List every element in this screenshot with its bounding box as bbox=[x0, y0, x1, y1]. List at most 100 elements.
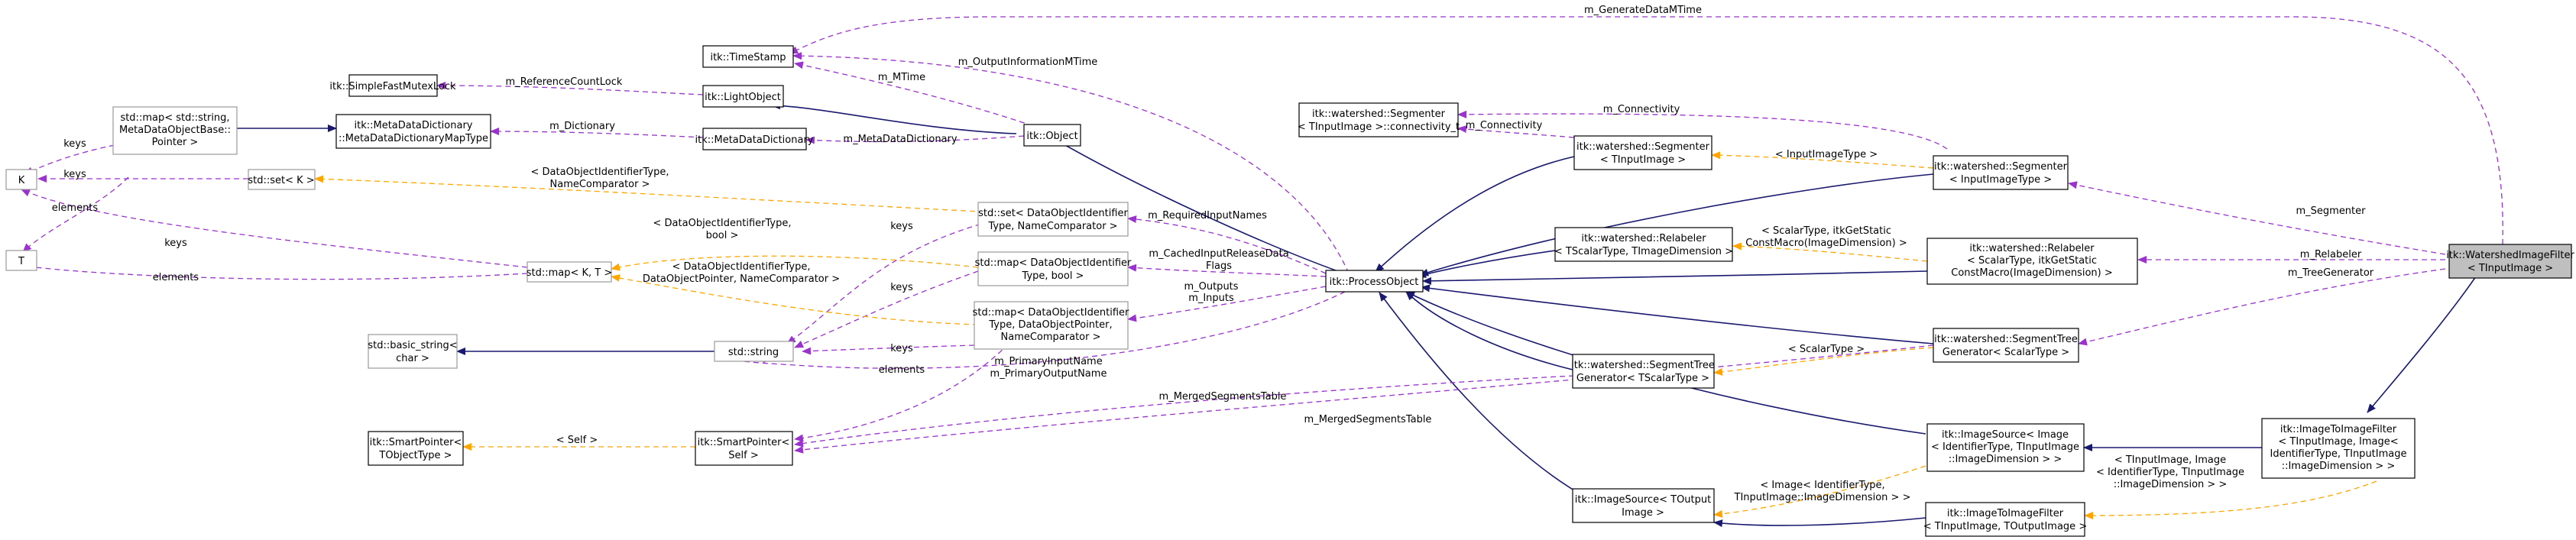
node-smart-pointer-tobject[interactable]: itk::SmartPointer< TObjectType > bbox=[368, 431, 464, 466]
svg-text:IdentifierType, TInputImage: IdentifierType, TInputImage bbox=[2270, 448, 2406, 460]
node-image-to-image-filter[interactable]: itk::ImageToImageFilter < TInputImage, I… bbox=[2261, 418, 2416, 479]
label-merged-segments-b: m_MergedSegmentsTable bbox=[1304, 414, 1432, 425]
edge-use-keys-mapPtr-string bbox=[802, 344, 975, 355]
edge-inherit-relabelerT-processobject bbox=[1417, 250, 1556, 278]
node-image-source-toutput[interactable]: itk::ImageSource< TOutput Image > bbox=[1572, 488, 1715, 523]
node-relabeler-t[interactable]: itk::watershed::Relabeler < TScalarType,… bbox=[1554, 227, 1733, 262]
svg-text:std::map< K, T >: std::map< K, T > bbox=[527, 267, 613, 279]
label-tpl-image-identifier-2: TInputImage::ImageDimension > > bbox=[1734, 492, 1911, 503]
edge-tpl-setK bbox=[314, 175, 994, 213]
label-tpl-scalar-static-2: ConstMacro(ImageDimension) > bbox=[1745, 238, 1907, 249]
svg-text:Self >: Self > bbox=[728, 450, 758, 461]
svg-text:< TInputImage, Image<: < TInputImage, Image< bbox=[2278, 436, 2398, 448]
svg-text:< TInputImage >::connectivity_: < TInputImage >::connectivity_t bbox=[1298, 121, 1460, 133]
label-tpl-mapPtr-1: < DataObjectIdentifierType, bbox=[672, 261, 811, 273]
label-merged-segments-a: m_MergedSegmentsTable bbox=[1159, 391, 1287, 403]
svg-text:Pointer >: Pointer > bbox=[152, 137, 199, 148]
edge-use-outputinfomtime bbox=[792, 52, 1350, 274]
edge-inherit-treegenScalar-processobject bbox=[1421, 284, 1934, 344]
svg-text:MetaDataObjectBase::: MetaDataObjectBase:: bbox=[119, 124, 231, 136]
edge-inherit-itifB-imagesourceT bbox=[1713, 517, 1926, 528]
label-tpl-input-image-type: < InputImageType > bbox=[1775, 149, 1878, 160]
edge-use-mergedsegments-a bbox=[794, 375, 1575, 448]
node-std-map-string-mdo[interactable]: std::map< std::string, MetaDataObjectBas… bbox=[112, 106, 238, 155]
label-cached-input-release-1: m_CachedInputReleaseData bbox=[1149, 248, 1288, 260]
label-primary-output-name: m_PrimaryOutputName bbox=[990, 368, 1107, 380]
edge-tpl-image-identifier bbox=[1713, 465, 1926, 518]
node-std-set-doi[interactable]: std::set< DataObjectIdentifier Type, Nam… bbox=[977, 202, 1129, 237]
node-simple-fast-mutex-lock[interactable]: itk::SimpleFastMutexLock bbox=[329, 74, 456, 97]
label-connectivity-b: m_Connectivity bbox=[1466, 120, 1543, 131]
node-process-object[interactable]: itk::ProcessObject bbox=[1325, 270, 1424, 293]
node-segment-tree-generator-t[interactable]: itk::watershed::SegmentTree Generator< T… bbox=[1571, 354, 1715, 389]
svg-text:itk::watershed::Relabeler: itk::watershed::Relabeler bbox=[1581, 233, 1706, 244]
edge-use-connectivity-a bbox=[1457, 110, 1948, 150]
label-keys-e: keys bbox=[890, 282, 913, 293]
node-object[interactable]: itk::Object bbox=[1023, 124, 1081, 147]
node-basic-string[interactable]: std::basic_string< char > bbox=[368, 334, 458, 369]
node-segmenter-t[interactable]: itk::watershed::Segmenter < TInputImage … bbox=[1573, 135, 1712, 170]
svg-text:< IdentifierType, TInputImage: < IdentifierType, TInputImage bbox=[1931, 441, 2079, 453]
svg-text:itk::ImageSource< TOutput: itk::ImageSource< TOutput bbox=[1575, 494, 1711, 506]
edge-use-dictionary bbox=[490, 128, 704, 138]
node-image-source-image[interactable]: itk::ImageSource< Image < IdentifierType… bbox=[1926, 423, 2085, 472]
node-smart-pointer-self[interactable]: itk::SmartPointer< Self > bbox=[695, 431, 793, 466]
node-segmenter-connectivity[interactable]: itk::watershed::Segmenter < TInputImage … bbox=[1298, 102, 1460, 137]
svg-text:std::set< K >: std::set< K > bbox=[248, 175, 314, 186]
node-time-stamp[interactable]: itk::TimeStamp bbox=[702, 45, 794, 68]
svg-text:< TInputImage >: < TInputImage > bbox=[1600, 154, 1686, 166]
edge-use-required-input-names bbox=[1127, 215, 1327, 274]
label-keys-a: keys bbox=[63, 138, 86, 150]
node-std-string[interactable]: std::string bbox=[714, 341, 794, 362]
svg-text:< TInputImage >: < TInputImage > bbox=[2467, 263, 2553, 274]
label-m-segmenter: m_Segmenter bbox=[2296, 205, 2366, 217]
label-metadata-dictionary: m_MetaDataDictionary bbox=[843, 134, 957, 145]
label-m-relabeler: m_Relabeler bbox=[2300, 249, 2362, 260]
edge-use-elements-mapmdo-T bbox=[22, 176, 129, 253]
node-K[interactable]: K bbox=[5, 169, 37, 190]
edge-labels: m_GenerateDataMTime m_OutputInformationM… bbox=[52, 5, 2374, 503]
svg-text:itk::TimeStamp: itk::TimeStamp bbox=[710, 52, 786, 63]
node-metadata-dictionary-maptype[interactable]: itk::MetaDataDictionary ::MetaDataDictio… bbox=[335, 114, 491, 149]
svg-text:itk::watershed::SegmentTree: itk::watershed::SegmentTree bbox=[1934, 334, 2078, 345]
edge-inherit-processobject-object bbox=[1054, 138, 1353, 277]
svg-text:Type, DataObjectPointer,: Type, DataObjectPointer, bbox=[988, 319, 1112, 331]
node-T[interactable]: T bbox=[5, 250, 37, 271]
node-watershed-image-filter[interactable]: itk::WatershedImageFilter < TInputImage … bbox=[2446, 244, 2574, 279]
svg-text:ConstMacro(ImageDimension) >: ConstMacro(ImageDimension) > bbox=[1951, 267, 2112, 279]
node-segment-tree-generator-scalar[interactable]: itk::watershed::SegmentTree Generator< S… bbox=[1933, 328, 2079, 363]
node-metadata-dictionary[interactable]: itk::MetaDataDictionary bbox=[695, 128, 814, 150]
svg-text:Type, NameComparator >: Type, NameComparator > bbox=[987, 221, 1117, 232]
edges bbox=[21, 16, 2503, 528]
edge-use-cached-input-release bbox=[1127, 264, 1327, 277]
label-elements-a: elements bbox=[52, 202, 99, 214]
node-std-map-doi-ptr[interactable]: std::map< DataObjectIdentifier Type, Dat… bbox=[973, 301, 1129, 350]
label-tpl-self: < Self > bbox=[556, 435, 598, 446]
label-dictionary: m_Dictionary bbox=[549, 121, 615, 132]
node-segmenter-input[interactable]: itk::watershed::Segmenter < InputImageTy… bbox=[1933, 155, 2069, 190]
edge-inherit-lightobject-object bbox=[771, 102, 1017, 134]
label-keys-c: keys bbox=[164, 238, 187, 249]
edge-inherit-imagesourceT-processobject bbox=[1379, 292, 1575, 491]
edge-use-mergedsegments-b bbox=[794, 344, 1934, 454]
svg-text:itk::watershed::Relabeler: itk::watershed::Relabeler bbox=[1969, 243, 2095, 254]
node-image-to-image-filter-b[interactable]: itk::ImageToImageFilter < TInputImage, T… bbox=[1923, 502, 2087, 537]
label-mtime: m_MTime bbox=[878, 72, 925, 83]
svg-text:Image >: Image > bbox=[1622, 507, 1664, 519]
label-tpl-scalar-static-1: < ScalarType, itkGetStatic bbox=[1761, 225, 1891, 237]
node-std-map-doi-bool[interactable]: std::map< DataObjectIdentifier Type, boo… bbox=[975, 251, 1132, 286]
svg-text:std::basic_string<: std::basic_string< bbox=[368, 340, 457, 351]
label-elements-b: elements bbox=[153, 272, 199, 283]
edge-tpl-tinput-image bbox=[2084, 480, 2377, 519]
svg-text:itk::ImageToImageFilter: itk::ImageToImageFilter bbox=[1947, 508, 2064, 519]
node-std-map-K-T[interactable]: std::map< K, T > bbox=[527, 261, 613, 283]
svg-text:itk::MetaDataDictionary: itk::MetaDataDictionary bbox=[695, 134, 814, 146]
node-std-set-K[interactable]: std::set< K > bbox=[248, 169, 316, 190]
edge-use-referencecountlock bbox=[436, 82, 704, 95]
label-elements-c: elements bbox=[879, 364, 925, 376]
node-light-object[interactable]: itk::LightObject bbox=[702, 85, 784, 108]
label-keys-f: keys bbox=[890, 343, 913, 354]
node-relabeler-scalar[interactable]: itk::watershed::Relabeler < ScalarType, … bbox=[1926, 238, 2138, 285]
label-tpl-tinput-image-3: ::ImageDimension > > bbox=[2114, 479, 2228, 490]
svg-text:itk::SimpleFastMutexLock: itk::SimpleFastMutexLock bbox=[329, 81, 456, 92]
